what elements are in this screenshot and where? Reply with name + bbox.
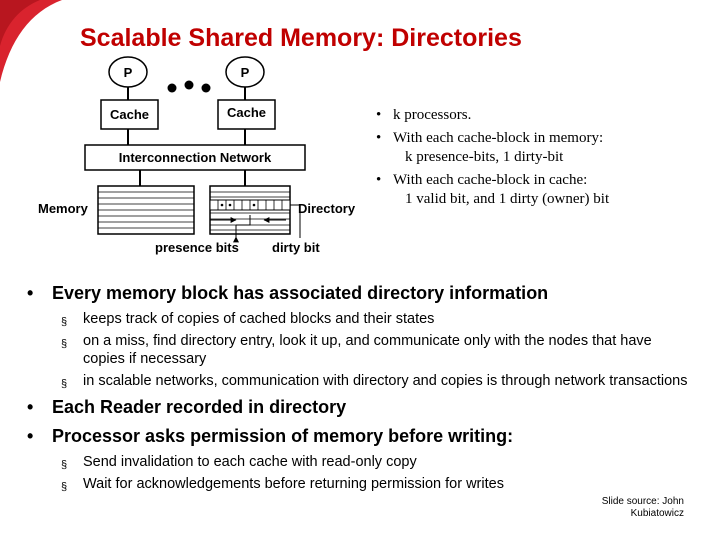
directory-label: Directory [298,201,356,216]
processor-left: P [108,56,148,88]
presence-bits-label: presence bits [155,240,239,255]
sub-bullet: § [61,378,68,390]
source-line: Slide source: John [601,496,684,507]
page-title: Scalable Shared Memory: Directories [80,24,522,52]
main-list-item: • Each Reader recorded in directory [27,396,697,418]
main-item-text: Each Reader recorded in directory [52,397,347,417]
bullet: • [27,426,34,446]
sub-list: § Send invalidation to each cache with r… [57,453,577,493]
sub-item-text: in scalable networks, communication with… [83,373,688,389]
side-item-text: k processors. [393,107,472,123]
side-item-text: With each cache-block in memory: [393,130,604,146]
main-bullet-list: • Every memory block has associated dire… [27,282,697,499]
main-list-item: • Processor asks permission of memory be… [27,425,697,447]
bullet: • [376,130,382,146]
bullet: • [27,397,34,417]
sub-list-item: § on a miss, find directory entry, look … [57,332,697,368]
directory-diagram: P P Cache Cache Interconnection Network … [38,56,356,255]
side-item-text: With each cache-block in cache: [393,172,588,188]
side-item-continuation: k presence-bits, 1 dirty-bit [405,149,564,165]
sub-list-item: § in scalable networks, communication wi… [57,372,697,390]
cache-right-box [217,99,276,130]
sub-bullet: § [61,338,68,350]
sub-item-text: on a miss, find directory entry, look it… [83,333,652,367]
sub-item-text: Send invalidation to each cache with rea… [83,454,417,470]
processor-right-label: P [241,65,250,80]
corner-decoration [0,0,62,82]
network-box [84,144,306,171]
sub-bullet: § [61,316,68,328]
cache-left-box [100,99,159,130]
slide-source: Slide source: John Kubiatowicz [594,496,684,520]
sub-list-item: § Send invalidation to each cache with r… [57,453,577,471]
source-line: Kubiatowicz [630,508,684,519]
cache-right-label: Cache [227,105,266,120]
sub-bullet: § [61,459,68,471]
side-list-item: • k processors. [376,106,716,125]
processor-right: P [225,56,265,88]
main-item-text: Processor asks permission of memory befo… [52,426,514,446]
memory-label: Memory [38,201,89,216]
sub-item-text: keeps track of copies of cached blocks a… [83,311,435,327]
sub-list-item: § Wait for acknowledgements before retur… [57,475,577,493]
dirty-bit-label: dirty bit [272,240,320,255]
sub-list-item: § keeps track of copies of cached blocks… [57,310,697,328]
side-list-item: • With each cache-block in cache: 1 vali… [376,171,716,209]
side-list-item: • With each cache-block in memory: k pre… [376,129,716,167]
cache-left-label: Cache [110,107,149,122]
ellipsis-dots [167,80,211,93]
main-item-text: Every memory block has associated direct… [52,283,549,303]
main-list-item: • Every memory block has associated dire… [27,282,697,304]
bullet: • [376,172,382,188]
sub-item-text: Wait for acknowledgements before returni… [83,476,504,492]
side-bullet-list: • k processors. • With each cache-block … [376,106,716,213]
network-label: Interconnection Network [119,150,272,165]
sub-list: § keeps track of copies of cached blocks… [57,310,697,390]
bullet: • [376,107,382,123]
side-item-continuation: 1 valid bit, and 1 dirty (owner) bit [405,191,610,207]
bullet: • [27,283,34,303]
sub-bullet: § [61,481,68,493]
processor-left-label: P [124,65,133,80]
